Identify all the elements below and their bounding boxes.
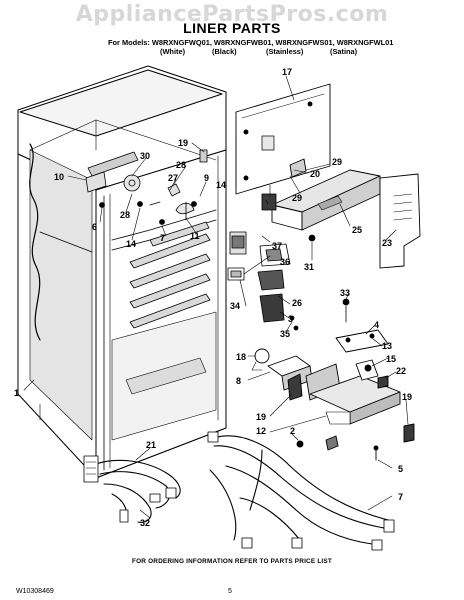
- callout-25: 25: [352, 225, 362, 235]
- callout-31: 31: [304, 262, 314, 272]
- callout-28-upper: 28: [176, 160, 186, 170]
- callout-12: 12: [256, 426, 266, 436]
- side-duct: [379, 173, 421, 269]
- callout-2: 2: [290, 426, 295, 436]
- callout-8: 8: [236, 376, 241, 386]
- rear-panel: [235, 83, 331, 195]
- callout-29-lower: 29: [292, 193, 302, 203]
- callout-9: 9: [204, 173, 209, 183]
- callout-37: 37: [272, 241, 282, 251]
- callout-4: 4: [374, 320, 379, 330]
- callout-34: 34: [230, 301, 240, 311]
- callout-36: 36: [280, 257, 290, 267]
- ordering-note: FOR ORDERING INFORMATION REFER TO PARTS …: [132, 558, 332, 565]
- callout-15: 15: [386, 354, 396, 364]
- callout-19: 19: [178, 138, 188, 148]
- shelf-rails: [129, 221, 211, 329]
- callout-16: 17: [282, 67, 292, 77]
- callout-6: 6: [92, 222, 97, 232]
- callout-17: 18: [236, 352, 246, 362]
- callout-32: 32: [140, 518, 150, 528]
- callout-1: 1: [14, 388, 19, 398]
- models-line: For Models: W8RXNGFWQ01, W8RXNGFWB01, W8…: [108, 38, 394, 47]
- callout-33: 33: [340, 288, 350, 298]
- callout-19-lower: 19: [402, 392, 412, 402]
- control-housing-parts: [85, 149, 208, 225]
- callout-35: 35: [280, 329, 290, 339]
- callout-5: 5: [398, 464, 403, 474]
- callout-30: 30: [140, 151, 150, 161]
- callout-11: 11: [190, 231, 200, 241]
- variant-satina: (Satina): [330, 47, 358, 56]
- variant-black: (Black): [212, 47, 237, 56]
- air-duct-cover: [271, 169, 381, 231]
- light-housing-assembly: [251, 329, 415, 461]
- main-wire-harness: [207, 431, 395, 551]
- callout-7-mid: 7: [160, 233, 165, 243]
- callout-22: 22: [396, 366, 406, 376]
- liner-harness: [29, 143, 41, 341]
- callout-18: 19: [256, 412, 266, 422]
- callout-28-lower: 28: [120, 210, 130, 220]
- liner-body: [17, 65, 227, 479]
- callout-13: 13: [382, 341, 392, 351]
- callout-14-upper: 14: [216, 180, 226, 190]
- callout-7: 7: [398, 492, 403, 502]
- callout-27: 27: [168, 173, 178, 183]
- page-title: LINER PARTS: [183, 20, 281, 36]
- callout-26: 26: [292, 298, 302, 308]
- page-number: 5: [228, 588, 232, 595]
- document-number: W10308469: [16, 588, 54, 595]
- callout-labels: 17 19 30 28 10 27 9 14 28 6 11 7 14 29 2…: [14, 67, 412, 528]
- auxiliary-harness: [83, 455, 181, 523]
- site-watermark: AppliancePartsPros.com: [75, 2, 389, 27]
- callout-10: 10: [54, 172, 64, 182]
- light-socket-parts: [227, 193, 350, 331]
- callout-23: 23: [382, 238, 392, 248]
- callout-29-upper: 29: [332, 157, 342, 167]
- variant-white: (White): [160, 47, 186, 56]
- callout-3: 3: [288, 314, 293, 324]
- callout-20: 20: [310, 169, 320, 179]
- callout-14-lower: 14: [126, 239, 136, 249]
- leader-lines: [23, 75, 409, 519]
- variant-stainless: (Stainless): [266, 47, 304, 56]
- callout-21: 21: [146, 440, 156, 450]
